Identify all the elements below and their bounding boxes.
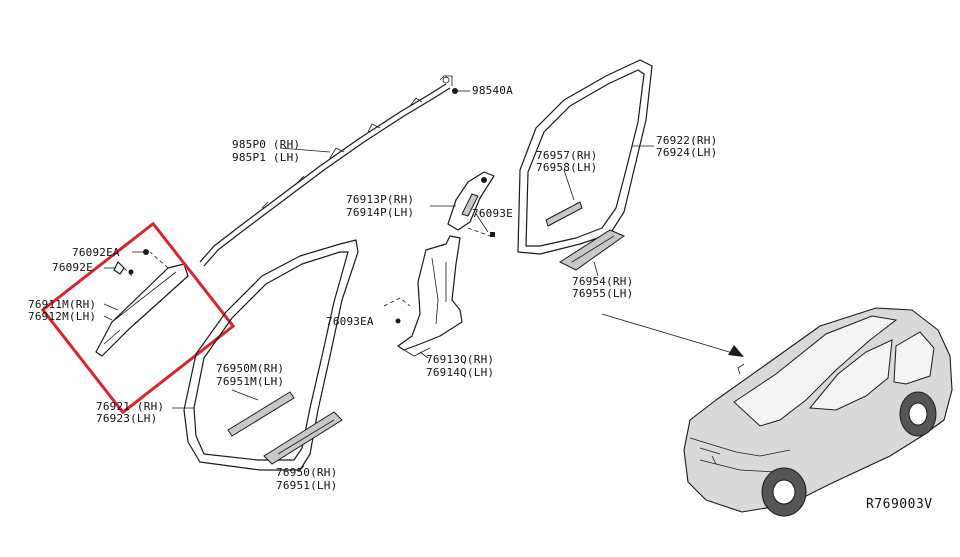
clip-98540A: [452, 88, 470, 94]
label-76913Q: 76913Q(RH): [426, 353, 495, 366]
label-76951: 76951(LH): [276, 479, 338, 492]
label-985P0: 985P0 (RH): [232, 138, 301, 151]
label-76092EA: 76092EA: [72, 246, 120, 259]
label-76958: 76958(LH): [536, 161, 598, 174]
label-76957: 76957(RH): [536, 149, 598, 162]
kicking-plate-76957: [545, 201, 583, 227]
label-985P1: 985P1 (LH): [232, 151, 301, 164]
leader-76913Q: [419, 351, 429, 359]
label-76911M: 76911M(RH): [28, 298, 97, 311]
label-76093EA: 76093EA: [326, 315, 374, 328]
location-arrow: [601, 313, 744, 357]
label-76955: 76955(LH): [572, 287, 634, 300]
front-door-weatherstrip: [183, 239, 359, 471]
leader-76911M: [103, 303, 119, 321]
leader-76957: [563, 169, 575, 201]
rear-step-plate: [558, 229, 626, 271]
diagram-code: R769003V: [866, 497, 933, 512]
rear-door-weatherstrip: [517, 59, 653, 255]
center-pillar-lower: [397, 235, 463, 357]
label-76914P: 76914P(LH): [346, 206, 415, 219]
leader-76954: [593, 261, 599, 277]
label-76913P: 76913P(RH): [346, 193, 415, 206]
label-76092E: 76092E: [52, 261, 93, 274]
label-76951M: 76951M(LH): [216, 375, 285, 388]
label-98540A: 98540A: [472, 84, 513, 97]
leader-76950M: [231, 389, 259, 401]
label-76093E: 76093E: [472, 207, 513, 220]
leader-985P0: [279, 147, 331, 153]
label-76954: 76954(RH): [572, 275, 634, 288]
leader-76950: [299, 465, 305, 471]
highlight-box: [40, 221, 236, 415]
label-76923: 76923(LH): [96, 412, 158, 425]
curtain-airbag: [199, 75, 453, 267]
vehicle-illustration: [683, 307, 953, 517]
label-76921: 76921 (RH): [96, 400, 165, 413]
label-76912M: 76912M(LH): [28, 310, 97, 323]
clip-76093E: [467, 213, 495, 237]
label-76950: 76950(RH): [276, 466, 338, 479]
center-pillar-upper: [447, 171, 495, 231]
front-pillar-garnish: [95, 251, 189, 357]
label-76950M: 76950M(RH): [216, 362, 285, 375]
clip-76093EA: [383, 297, 411, 324]
label-76922: 76922(RH): [656, 134, 718, 147]
kicking-plate-76950M: [227, 391, 295, 437]
front-step-plate: [263, 411, 343, 465]
clips-76092: [104, 249, 149, 279]
label-76914Q: 76914Q(LH): [426, 366, 495, 379]
label-76924: 76924(LH): [656, 146, 718, 159]
